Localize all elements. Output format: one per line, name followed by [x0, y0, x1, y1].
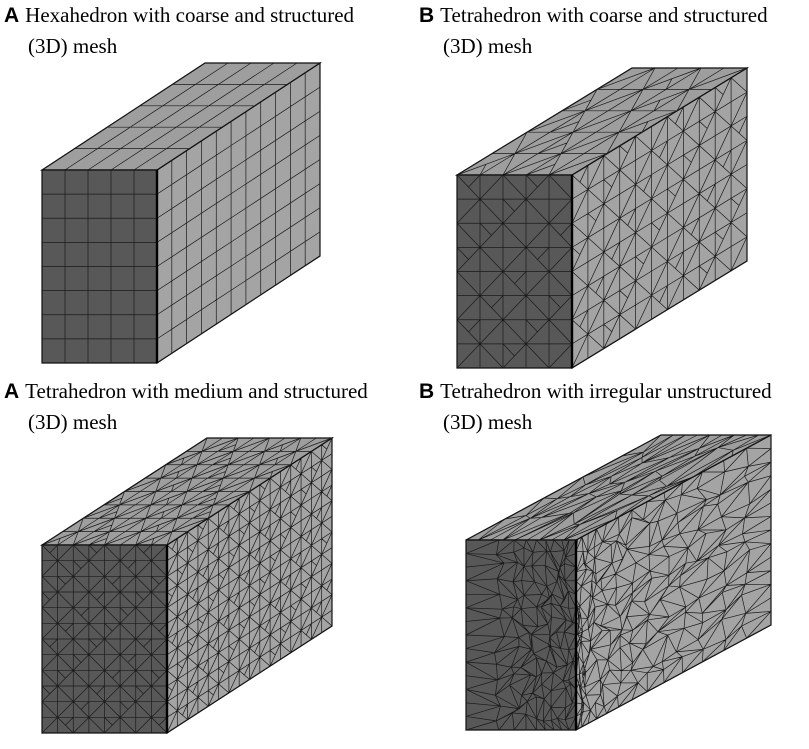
mesh-lines — [41, 544, 168, 734]
mesh-lines — [456, 174, 573, 369]
caption-line-1: Tetrahedron with irregular unstructured — [440, 379, 772, 403]
tetrahedral-unstructured-mesh-figure — [465, 433, 772, 732]
mesh-lines — [41, 169, 158, 364]
caption-line-1: Hexahedron with coarse and structured — [25, 3, 355, 27]
tetrahedral-medium-mesh-figure — [39, 436, 335, 735]
caption-line-2: (3D) mesh — [28, 34, 118, 58]
tetrahedral-coarse-mesh-figure — [454, 66, 750, 370]
panel-letter: B — [419, 380, 435, 403]
mesh-lines — [465, 539, 577, 731]
hexahedral-mesh-figure — [39, 61, 323, 365]
caption-line-2: (3D) mesh — [443, 34, 533, 58]
caption-line-1: Tetrahedron with coarse and structured — [440, 3, 768, 27]
panel-letter: B — [419, 4, 435, 27]
caption-line-1: Tetrahedron with medium and structured — [25, 379, 368, 403]
caption-line-2: (3D) mesh — [28, 410, 118, 434]
panel-letter: A — [4, 380, 20, 403]
caption-line-2: (3D) mesh — [443, 410, 533, 434]
panel-letter: A — [4, 4, 20, 27]
